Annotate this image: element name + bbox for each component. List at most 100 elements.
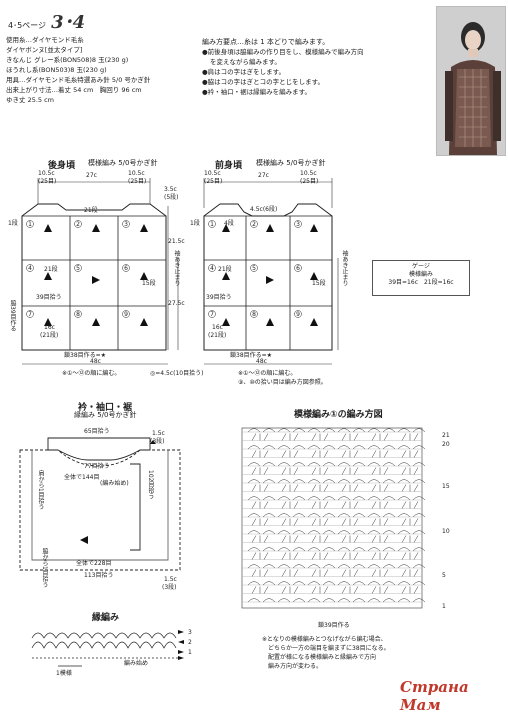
svg-text:6: 6 <box>124 265 128 272</box>
back-r39: 39目拾う <box>36 294 62 301</box>
chart-stitch <box>281 467 299 475</box>
svg-text:2: 2 <box>252 221 256 228</box>
front-r15: 15段 <box>312 280 326 287</box>
svg-text:3: 3 <box>124 221 128 228</box>
chart-stitch <box>311 535 329 543</box>
chart-stitch <box>401 586 419 594</box>
site-logo: Страна Мам <box>400 678 469 714</box>
svg-text:5: 5 <box>76 265 80 272</box>
stitch-chart <box>241 427 426 609</box>
chart-stitch <box>247 462 276 467</box>
page-header: 4･5ページ 3･4 <box>8 8 85 34</box>
chart-stitch <box>371 484 389 492</box>
back-h275: 27.5c <box>168 300 185 307</box>
front-note1: ※①～⑫の順に編む。 <box>238 370 297 377</box>
chart-stitch <box>397 513 426 518</box>
chart-stitch <box>397 598 426 603</box>
chart-stitch <box>371 518 389 526</box>
front-neck: 4.5c(6段) <box>250 206 278 213</box>
collar-sub: 縁編み 5/0号かぎ針 <box>74 411 137 419</box>
svg-text:9: 9 <box>296 311 300 318</box>
chart-stitch <box>341 535 359 543</box>
material-line: 用具…ダイヤモンド毛糸特選あみ針 5/0 号かぎ針 <box>6 76 151 84</box>
svg-text:1: 1 <box>28 221 32 228</box>
back-width: 48c <box>90 358 101 365</box>
chart-stitch <box>281 518 299 526</box>
chart-note: ※となりの模様編みとつなげながら編む場合、 <box>262 636 387 643</box>
knitting-points: 編み方要点…糸は 1 本どりで編みます。 ●前後身頃は脇編みの作り目をし、模様編… <box>202 37 422 97</box>
chart-row-5: 5 <box>442 572 446 579</box>
chart-stitch <box>341 450 359 458</box>
edge-chart <box>31 630 184 667</box>
edge-one-pattern: 1模様 <box>56 670 72 677</box>
chart-stitch <box>281 586 299 594</box>
chart-stitch <box>277 564 306 569</box>
chart-stitch <box>251 535 269 543</box>
collar-shoulder: 肩から1目拾う <box>37 470 44 510</box>
edge-row-3: 3 <box>188 629 192 636</box>
collar-c102: 102目拾う <box>147 470 154 500</box>
edge-title: 縁編み <box>92 613 120 623</box>
chart-stitch <box>337 479 366 484</box>
chart-note: 編み方向が変わる。 <box>268 663 323 670</box>
svg-text:8: 8 <box>252 311 256 318</box>
chart-stitch <box>307 479 336 484</box>
chart-stitch <box>367 479 396 484</box>
chart-stitch <box>247 564 276 569</box>
edge-row-1: 1 <box>188 649 192 656</box>
material-line: 出来上がり寸法…着丈 54 cm 胸回り 96 cm <box>6 86 142 94</box>
back-shoulder-rows: (5段) <box>164 194 179 201</box>
chart-stitch <box>367 462 396 467</box>
front-top-left: 10.5c <box>204 170 221 177</box>
gauge-sub: 模様編み <box>408 271 433 278</box>
chart-stitch <box>277 598 306 603</box>
chart-stitch <box>251 467 269 475</box>
back-top-right: 10.5c <box>128 170 145 177</box>
material-line: 使用糸…ダイヤモンド毛糸 <box>6 36 84 44</box>
chart-stitch <box>311 501 329 509</box>
svg-text:9: 9 <box>124 311 128 318</box>
edge-start: 編み始め <box>124 660 149 667</box>
chart-stitch <box>337 445 366 450</box>
chart-stitch <box>401 535 419 543</box>
gauge-value: 39目=16c 21段=16c <box>388 279 454 286</box>
chart-stitch <box>277 428 306 433</box>
model-photo-illustration <box>437 7 505 155</box>
chart-stitch <box>311 433 329 441</box>
back-r16: 16c <box>44 324 55 331</box>
chart-stitch <box>337 496 366 501</box>
chart-stitch <box>397 496 426 501</box>
collar-c15a: 1.5c <box>152 430 165 437</box>
chart-stitch <box>307 513 336 518</box>
chart-stitch <box>367 530 396 535</box>
collar-c65: 65目拾う <box>84 428 110 435</box>
back-bottom-chain: 鎖38目作る=★ <box>64 352 107 359</box>
chart-stitch <box>371 433 389 441</box>
chart-stitch <box>277 530 306 535</box>
point-line: ●前後身頃は脇編みの作り目をし、模様編みで編み方向 <box>202 48 364 56</box>
front-row1: 1段 <box>190 220 200 227</box>
back-body-title: 後身頃 <box>48 161 76 171</box>
gauge-title: ゲージ <box>412 263 430 270</box>
chart-stitch <box>371 501 389 509</box>
collar-side: 脇から1目拾う <box>41 548 48 588</box>
collar-title: 衿・袖口・裾 <box>78 403 133 413</box>
back-body-pattern: 模様編み 5/0号かぎ針 <box>88 159 158 167</box>
chart-stitch <box>307 428 336 433</box>
chart-stitch <box>247 598 276 603</box>
chart-stitch <box>401 467 419 475</box>
chart-stitch <box>251 433 269 441</box>
svg-text:6: 6 <box>296 265 300 272</box>
points-title: 編み方要点…糸は 1 本どりで編みます。 <box>202 38 330 46</box>
svg-text:4: 4 <box>28 265 32 272</box>
chart-stitch <box>247 581 276 586</box>
chart-stitch <box>311 484 329 492</box>
chart-stitch <box>371 586 389 594</box>
chart-stitch <box>247 496 276 501</box>
page-numbers: 3･4 <box>51 12 86 33</box>
material-line: きなんじ グレー系(BON508)8 玉(230 g) <box>6 56 129 64</box>
chart-stitch <box>401 552 419 560</box>
chart-stitch <box>307 445 336 450</box>
chart-note: どちらか一方の端目を編まずに38目になる。 <box>268 645 390 652</box>
chart-stitch <box>251 518 269 526</box>
